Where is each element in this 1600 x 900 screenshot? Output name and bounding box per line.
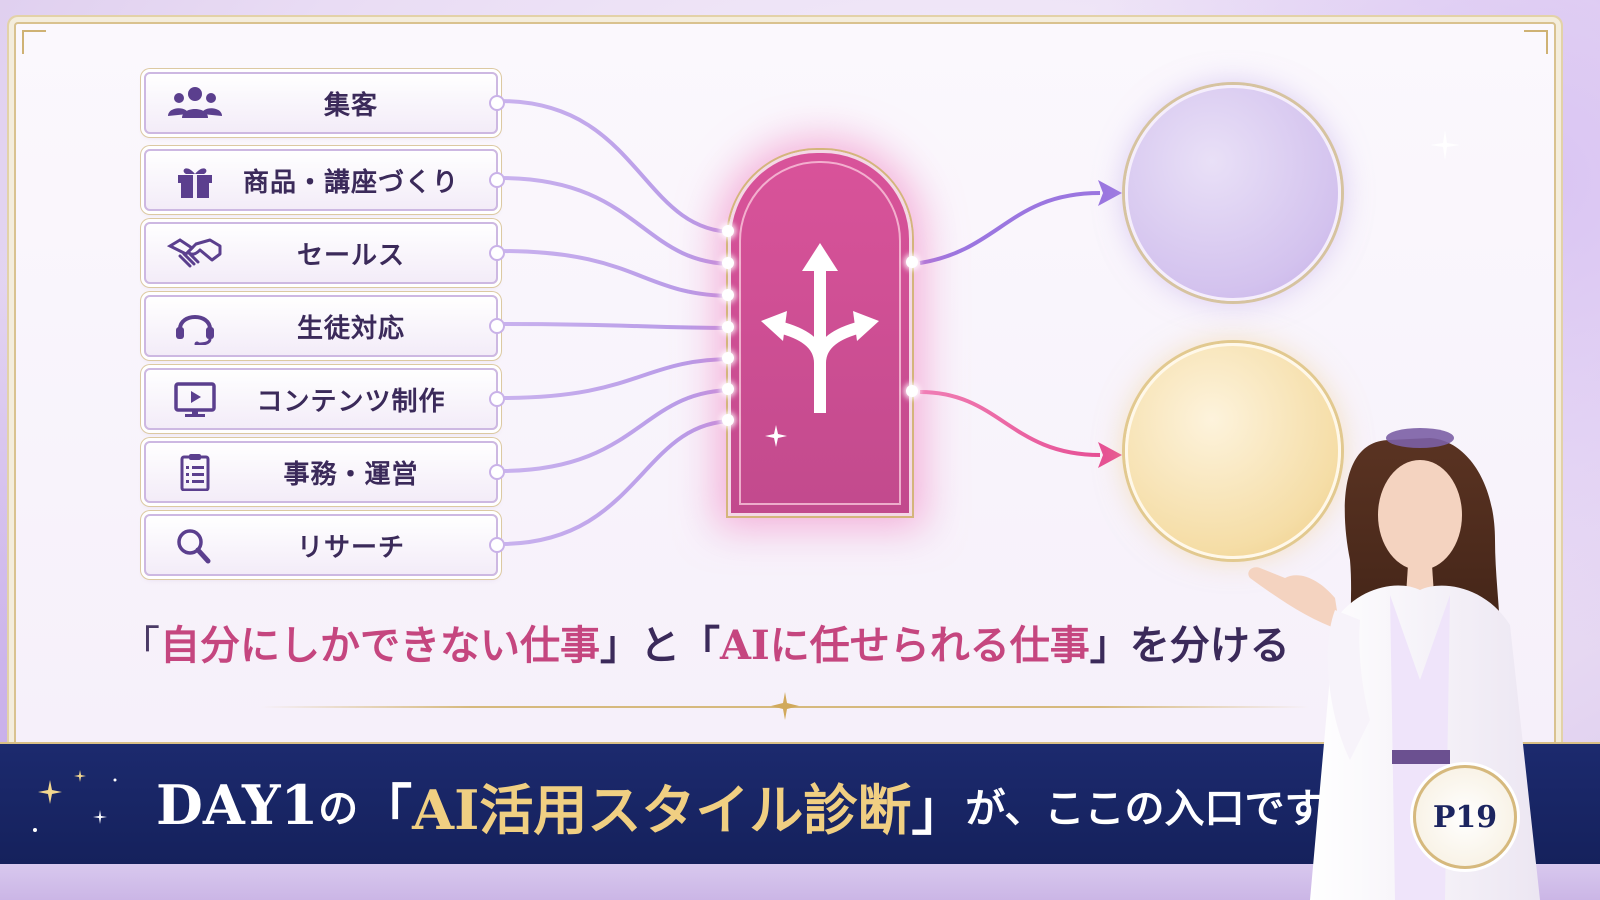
message-highlight-self-work: 自分にしかできない仕事 (160, 622, 600, 669)
category-card: 商品・講座づくり (144, 149, 505, 211)
output-circle-purple (1125, 85, 1341, 301)
category-label: 商品・講座づくり (242, 167, 459, 198)
wire-jishaku (499, 99, 735, 234)
gate-input-pin (722, 352, 734, 364)
page-number-badge: P19 (1413, 765, 1517, 869)
split-arrows-icon (761, 243, 879, 413)
message-bracket: 「 (120, 623, 160, 669)
star-ornament-icon (771, 692, 799, 720)
decision-gate (722, 150, 918, 516)
sparkle-icon (1430, 130, 1460, 160)
banner-particle: の (318, 785, 359, 832)
message-connector: 」と「 (600, 622, 720, 669)
gate-input-pin (722, 257, 734, 269)
connector-dot (489, 464, 505, 480)
banner-highlight: AI活用スタイル診断 (412, 777, 912, 842)
category-card: 事務・運営 (144, 441, 505, 503)
panel-corner-ornament (22, 30, 46, 54)
gate-output-pin (906, 256, 918, 268)
category-card: 集客 (144, 72, 505, 134)
gate-input-pin (722, 383, 734, 395)
connector-dot (489, 172, 505, 188)
wire-seito (499, 322, 735, 330)
arrow-head-gold (1098, 442, 1122, 468)
connector-dot (489, 318, 505, 334)
gate-input-pin (722, 289, 734, 301)
banner-sparkles-icon (33, 770, 117, 832)
arrow-to-gold (919, 390, 1101, 457)
category-label: リサーチ (296, 532, 405, 563)
clipboard-icon (180, 454, 210, 491)
wire-sales (499, 249, 735, 298)
handshake-icon (166, 238, 222, 268)
people-icon (168, 87, 222, 118)
banner-suffix: が、ここの入口です (965, 785, 1325, 832)
gift-icon (178, 168, 212, 198)
gate-output-pin (906, 385, 918, 397)
main-message: 「 自分にしかできない仕事 」と「 AIに任せられる仕事 」を分ける (120, 612, 1350, 672)
wire-research (499, 419, 735, 546)
panel-corner-ornament (1524, 30, 1548, 54)
wire-content (499, 357, 735, 400)
banner-text: DAY1 の 「 AI活用スタイル診断 」 が、ここの入口です (156, 770, 1336, 842)
category-label: セールス (296, 240, 405, 271)
message-ending: 」を分ける (1089, 622, 1290, 669)
banner-bracket: 「 (358, 777, 413, 842)
connector-dot (489, 245, 505, 261)
category-card: リサーチ (144, 514, 505, 576)
message-highlight-ai-work: AIに任せられる仕事 (720, 622, 1090, 669)
monitor-play-icon (174, 382, 216, 417)
sparkle-icon (765, 425, 787, 447)
wire-shohin (499, 176, 735, 266)
banner-day: DAY1 (156, 773, 319, 837)
arrow-head-purple (1098, 180, 1122, 206)
category-label: コンテンツ制作 (256, 386, 446, 417)
category-card: コンテンツ制作 (144, 368, 505, 430)
arrow-to-purple (919, 191, 1101, 265)
connector-dot (489, 95, 505, 111)
gate-inner-frame (739, 161, 901, 505)
connector-dot (489, 537, 505, 553)
banner-bracket: 」 (911, 777, 966, 842)
category-label: 生徒対応 (296, 313, 405, 344)
connector-dot (489, 391, 505, 407)
category-card: 生徒対応 (144, 295, 505, 357)
category-card: セールス (144, 222, 505, 284)
category-label: 事務・運営 (283, 459, 419, 490)
magnifier-icon (177, 529, 211, 564)
output-circle-gold (1125, 343, 1341, 559)
gate-input-pin (722, 414, 734, 426)
headset-icon (176, 315, 214, 345)
gate-input-pin (722, 321, 734, 333)
gate-input-pin (722, 225, 734, 237)
wire-jimu (499, 388, 735, 473)
category-label: 集客 (323, 90, 378, 121)
